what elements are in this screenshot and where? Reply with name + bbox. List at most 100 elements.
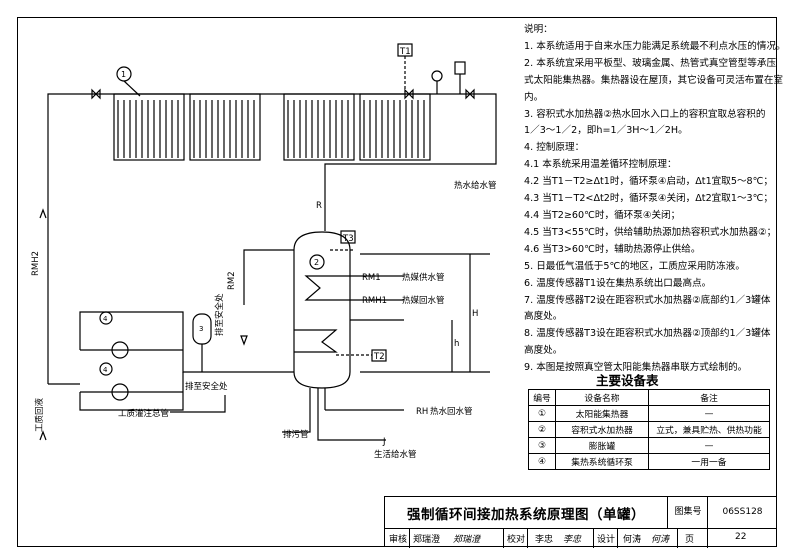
rm2-pipe bbox=[243, 249, 294, 305]
note-line: 5. 日最低气温低于5℃的地区，工质应采用防冻液。 bbox=[524, 260, 745, 272]
col-header-name: 设备名称 bbox=[555, 389, 649, 406]
col-header-remark: 备注 bbox=[648, 389, 770, 406]
page-number: 22 bbox=[735, 532, 747, 542]
atlas-number: 06SS128 bbox=[707, 497, 777, 528]
label-rm1: RM1 bbox=[362, 273, 381, 283]
label-small-h: h bbox=[454, 339, 459, 349]
review-label: 审核 bbox=[389, 535, 408, 545]
note-line: 式太阳能集热器。集热器设在屋顶，其它设备可灵活布置在室 bbox=[524, 74, 784, 86]
note-line: 4.3 当T1－T2<Δt2时，循环泵④关闭，Δt2宜取1～3℃； bbox=[524, 193, 774, 205]
collector-return-pipe bbox=[47, 93, 497, 384]
label-fluid-fill: 工质灌注总管 bbox=[118, 408, 169, 419]
note-line: 8. 温度传感器T3设在距容积式水加热器②顶部约1／3罐体 bbox=[524, 328, 771, 340]
label-j: J bbox=[382, 437, 386, 447]
sheet-border bbox=[17, 17, 777, 547]
reviewer-signature: 郑瑞澄 bbox=[453, 535, 481, 545]
cell-no: ② bbox=[528, 421, 556, 438]
title-block-row-2: 审核 郑瑞澄 郑瑞澄 校对 李忠 李忠 设计 何涛 何涛 页 22 bbox=[385, 528, 777, 548]
note-line: 7. 温度传感器T2设在距容积式水加热器②底部约1／3罐体 bbox=[524, 294, 771, 306]
note-line: 4.6 当T3>60℃时，辅助热源停止供给。 bbox=[524, 243, 701, 255]
note-line: 4. 控制原理： bbox=[524, 142, 585, 154]
note-line: 9. 本图是按照真空管太阳能集热器串联方式绘制的。 bbox=[524, 362, 748, 374]
coil-return-left bbox=[79, 372, 184, 411]
label-item1: 1 bbox=[121, 70, 126, 79]
checker-signature: 李忠 bbox=[563, 535, 582, 545]
note-line: 4.1 本系统采用温差循环控制原理： bbox=[524, 159, 677, 171]
cell-remark: — bbox=[648, 437, 770, 454]
label-to-safe-1: 排至安全处 bbox=[185, 381, 228, 392]
note-line: 4.5 当T3<55℃时，供给辅助热源加热容积式水加热器②； bbox=[524, 226, 777, 238]
note-line: 1. 本系统适用于自来水压力能满足系统最不利点水压的情况。 bbox=[524, 40, 786, 52]
label-fluid-return: 工质回液 bbox=[34, 397, 45, 432]
label-item2: 2 bbox=[314, 258, 319, 267]
lower-coil bbox=[294, 329, 338, 353]
note-line: 1／3～1／2，即h=1／3H～1／2H。 bbox=[524, 125, 688, 137]
label-rm2: RM2 bbox=[227, 271, 237, 290]
label-coal-return: 热媒回水管 bbox=[402, 295, 445, 306]
label-to-safe-2: 排至安全处 bbox=[214, 293, 225, 336]
label-t1: T1 bbox=[399, 47, 411, 57]
arrow-flow-2 bbox=[39, 430, 47, 441]
solar-collector-right bbox=[283, 93, 431, 161]
note-line: 6. 温度传感器T1设在集热系统出口最高点。 bbox=[524, 277, 712, 289]
note-line: 4.4 当T2≥60℃时，循环泵④关闭； bbox=[524, 209, 681, 221]
solar-collector-left bbox=[113, 93, 261, 161]
cold-water-pipe bbox=[317, 388, 386, 441]
label-t2: T2 bbox=[373, 352, 385, 362]
valve-top-mid bbox=[404, 88, 414, 100]
cell-remark: 一用一备 bbox=[648, 453, 770, 470]
label-rmh1: RMH1 bbox=[362, 296, 387, 306]
label-item4b: 4 bbox=[103, 366, 108, 374]
note-line: 高度处。 bbox=[524, 345, 563, 357]
col-header-no: 编号 bbox=[528, 389, 556, 406]
cell-no: ④ bbox=[528, 453, 556, 470]
note-line: 4.2 当T1－T2≥Δt1时，循环泵④启动，Δt1宜取5～8℃； bbox=[524, 176, 774, 188]
fill-pipe bbox=[170, 395, 226, 413]
label-big-h: H bbox=[472, 309, 478, 319]
note-line: 内。 bbox=[524, 91, 544, 103]
upper-coil bbox=[304, 275, 350, 301]
item-2-marker bbox=[309, 254, 325, 270]
label-rmh2: RMH2 bbox=[31, 251, 41, 276]
cell-name: 膨胀罐 bbox=[555, 437, 649, 454]
atlas-label: 图集号 bbox=[667, 497, 708, 528]
notes-lines: 1. 本系统适用于自来水压力能满足系统最不利点水压的情况。2. 本系统宜采用平板… bbox=[524, 39, 786, 377]
title-block: 强制循环间接加热系统原理图（单罐） 图集号 06SS128 审核 郑瑞澄 郑瑞澄… bbox=[384, 496, 777, 548]
equipment-table-title: 主要设备表 bbox=[596, 373, 659, 388]
notes-heading: 说明： bbox=[524, 24, 553, 35]
label-item3: 3 bbox=[199, 325, 203, 333]
drawing-title: 强制循环间接加热系统原理图（单罐） bbox=[407, 507, 645, 523]
cell-name: 容积式水加热器 bbox=[555, 421, 649, 438]
page-label: 页 bbox=[685, 535, 695, 545]
design-label: 设计 bbox=[597, 535, 616, 545]
checker-name: 李忠 bbox=[535, 535, 554, 545]
label-r: R bbox=[316, 201, 322, 211]
designer-name: 何涛 bbox=[623, 535, 642, 545]
label-rh: RH bbox=[416, 407, 428, 417]
design-notes: 说明： 1. 本系统适用于自来水压力能满足系统最不利点水压的情况。2. 本系统宜… bbox=[524, 22, 786, 377]
designer-signature: 何涛 bbox=[651, 535, 670, 545]
valve-top-right bbox=[465, 88, 475, 100]
title-block-row-1: 强制循环间接加热系统原理图（单罐） 图集号 06SS128 bbox=[385, 497, 777, 529]
cell-name: 集热系统循环泵 bbox=[555, 453, 649, 470]
note-line: 高度处。 bbox=[524, 311, 563, 323]
cell-name: 太阳能集热器 bbox=[555, 405, 649, 422]
note-line: 3. 容积式水加热器②热水回水入口上的容积宜取总容积的 bbox=[524, 108, 766, 120]
item-4-marker-a bbox=[99, 311, 113, 325]
valve-top-left bbox=[91, 88, 101, 100]
arrow-flow-3 bbox=[240, 335, 248, 346]
t2-sensor-box bbox=[371, 349, 387, 362]
cell-remark: — bbox=[648, 405, 770, 422]
label-drain: 排污管 bbox=[283, 429, 309, 440]
cell-remark: 立式，兼具贮热、供热功能 bbox=[648, 421, 770, 438]
cell-no: ③ bbox=[528, 437, 556, 454]
